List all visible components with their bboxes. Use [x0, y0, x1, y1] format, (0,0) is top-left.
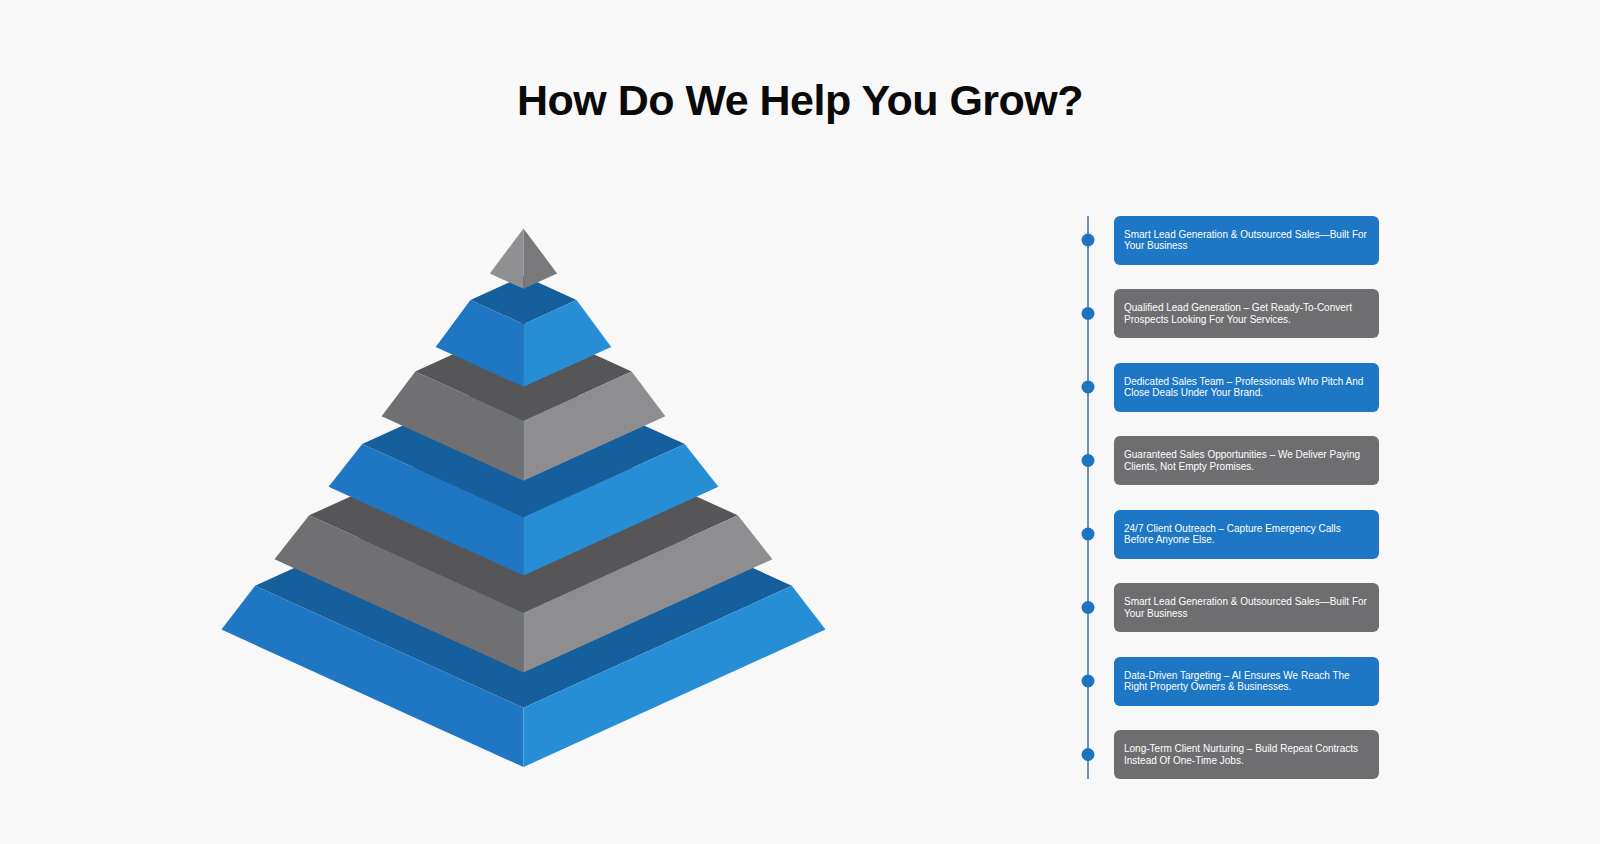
timeline-dot	[1082, 675, 1095, 688]
step-text: Data-Driven Targeting – AI Ensures We Re…	[1124, 670, 1369, 693]
step-text: Long-Term Client Nurturing – Build Repea…	[1124, 743, 1369, 766]
layer-right-face	[523, 371, 665, 480]
pyramid-layer	[436, 276, 612, 387]
title: How Do We Help You Grow?	[0, 76, 1600, 125]
timeline-dot	[1082, 381, 1095, 394]
timeline-line	[1087, 216, 1089, 779]
step-box: Dedicated Sales Team – Professionals Who…	[1114, 363, 1379, 412]
timeline	[1082, 216, 1095, 779]
timeline-dot	[1082, 234, 1095, 247]
step-box: Guaranteed Sales Opportunities – We Deli…	[1114, 436, 1379, 485]
step-text: Guaranteed Sales Opportunities – We Deli…	[1124, 449, 1369, 472]
step-text: 24/7 Client Outreach – Capture Emergency…	[1124, 523, 1369, 546]
step-box: Smart Lead Generation & Outsourced Sales…	[1114, 216, 1379, 265]
layer-right-face	[523, 300, 611, 387]
timeline-dot	[1082, 307, 1095, 320]
timeline-dot	[1082, 528, 1095, 541]
step-text: Smart Lead Generation & Outsourced Sales…	[1124, 596, 1369, 619]
timeline-dot	[1082, 454, 1095, 467]
step-box: Qualified Lead Generation – Get Ready-To…	[1114, 289, 1379, 338]
step-box: Smart Lead Generation & Outsourced Sales…	[1114, 583, 1379, 632]
timeline-dot	[1082, 601, 1095, 614]
tip-right-face	[523, 229, 557, 289]
pyramid-tip	[490, 229, 557, 289]
layer-left-face	[436, 300, 524, 387]
layer-left-face	[382, 371, 524, 480]
step-text: Dedicated Sales Team – Professionals Who…	[1124, 376, 1369, 399]
timeline-dot	[1082, 748, 1095, 761]
step-text: Qualified Lead Generation – Get Ready-To…	[1124, 302, 1369, 325]
step-box: 24/7 Client Outreach – Capture Emergency…	[1114, 510, 1379, 559]
step-box: Data-Driven Targeting – AI Ensures We Re…	[1114, 657, 1379, 706]
step-text: Smart Lead Generation & Outsourced Sales…	[1124, 229, 1369, 252]
step-box: Long-Term Client Nurturing – Build Repea…	[1114, 730, 1379, 779]
tip-left-face	[490, 229, 524, 289]
pyramid-illustration	[221, 229, 825, 767]
